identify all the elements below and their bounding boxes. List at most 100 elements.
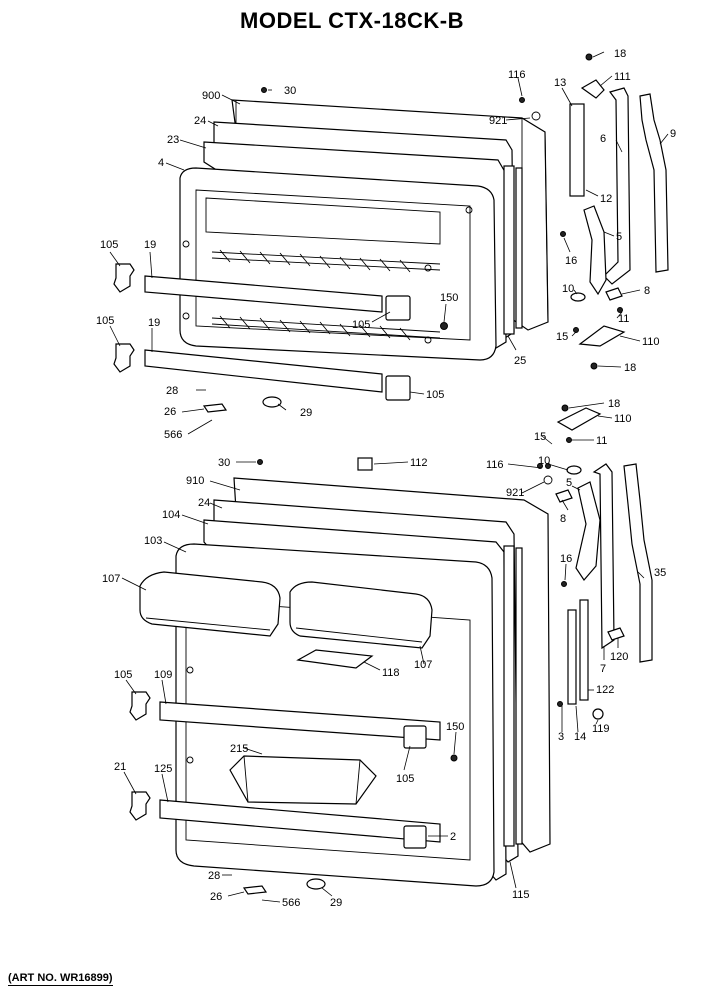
freezer-side-strip xyxy=(503,165,515,335)
end-cap-105-c xyxy=(129,691,151,721)
callout-120: 120 xyxy=(610,651,628,663)
callout-105d: 105 xyxy=(426,389,444,401)
callout-116b: 116 xyxy=(486,459,504,471)
shelf-bar-19-lower xyxy=(144,349,383,393)
fresh-food-door-assembly xyxy=(129,457,553,895)
callout-25: 25 xyxy=(514,355,526,367)
callout-103: 103 xyxy=(144,535,162,547)
callout-10: 10 xyxy=(562,283,574,295)
bracket-122 xyxy=(579,599,589,701)
door-bin-215 xyxy=(229,755,377,805)
callout-105f: 105 xyxy=(396,773,414,785)
callout-3: 3 xyxy=(558,731,564,743)
hinge-110-upper xyxy=(578,325,626,347)
part-29-upper xyxy=(262,396,282,408)
callout-23: 23 xyxy=(167,134,179,146)
upper-hinge-hardware xyxy=(261,53,669,370)
callout-11b: 11 xyxy=(596,435,607,447)
callout-5b: 5 xyxy=(566,477,572,489)
callout-111: 111 xyxy=(614,71,631,83)
part-111 xyxy=(580,79,605,99)
callout-15b: 15 xyxy=(534,431,546,443)
callout-107a: 107 xyxy=(102,573,120,585)
callout-30b: 30 xyxy=(218,457,230,469)
callout-18b: 18 xyxy=(624,362,636,374)
callout-921: 921 xyxy=(489,115,507,127)
callout-566b: 566 xyxy=(282,897,300,909)
callout-18: 18 xyxy=(614,48,626,60)
callout-8b: 8 xyxy=(560,513,566,525)
end-cap-21 xyxy=(129,791,151,821)
callout-150b: 150 xyxy=(446,721,464,733)
leader-lines xyxy=(109,51,669,903)
callout-109: 109 xyxy=(154,669,172,681)
egg-tray-118 xyxy=(296,649,374,669)
callout-900: 900 xyxy=(202,90,220,102)
part-26-lower xyxy=(242,885,268,895)
callout-labels: 900 30 24 23 4 116 921 13 18 111 6 9 12 … xyxy=(96,48,676,909)
handle-5-upper xyxy=(583,205,607,296)
callout-29a: 29 xyxy=(300,407,312,419)
shelf-bar-19-upper xyxy=(144,275,383,313)
handle-5-lower xyxy=(575,481,601,581)
part-26-upper xyxy=(202,403,228,413)
bracket-13 xyxy=(569,103,585,197)
callout-910: 910 xyxy=(186,475,204,487)
part-112 xyxy=(357,457,373,471)
callout-29b: 29 xyxy=(330,897,342,909)
dairy-door-107-left xyxy=(139,571,281,637)
callout-105c: 105 xyxy=(352,319,370,331)
callout-4: 4 xyxy=(158,157,164,169)
callout-11: 11 xyxy=(618,313,629,325)
callout-125: 125 xyxy=(154,763,172,775)
callout-19b: 19 xyxy=(148,317,160,329)
diagram-title: MODEL CTX-18CK-B xyxy=(240,8,464,33)
callout-28a: 28 xyxy=(166,385,178,397)
callout-30: 30 xyxy=(284,85,296,97)
callout-115: 115 xyxy=(512,889,530,901)
callout-2: 2 xyxy=(450,831,456,843)
end-cap-105-a xyxy=(113,263,135,293)
callout-104: 104 xyxy=(162,509,180,521)
callout-6: 6 xyxy=(600,133,606,145)
callout-215: 215 xyxy=(230,743,248,755)
callout-26b: 26 xyxy=(210,891,222,903)
callout-13: 13 xyxy=(554,77,566,89)
callout-7: 7 xyxy=(600,663,606,675)
callout-921b: 921 xyxy=(506,487,524,499)
callout-8: 8 xyxy=(644,285,650,297)
hinge-rail-7 xyxy=(592,463,615,650)
callout-16b: 16 xyxy=(560,553,572,565)
callout-122: 122 xyxy=(596,684,614,696)
callout-26a: 26 xyxy=(164,406,176,418)
bracket-3 xyxy=(567,609,577,705)
hinge-rail-6 xyxy=(603,87,631,285)
freezer-inner-liner xyxy=(179,167,497,361)
callout-10b: 10 xyxy=(538,455,550,467)
lower-hinge-hardware xyxy=(545,404,653,720)
callout-116: 116 xyxy=(508,69,526,81)
callout-107b: 107 xyxy=(414,659,432,671)
callout-105b: 105 xyxy=(96,315,114,327)
callout-14: 14 xyxy=(574,731,586,743)
trim-35 xyxy=(623,463,653,663)
shelf-bar-125 xyxy=(159,799,441,843)
trim-9 xyxy=(639,93,669,273)
freezer-shelf-bars xyxy=(113,263,448,413)
callout-110: 110 xyxy=(642,336,660,348)
callout-110b: 110 xyxy=(614,413,632,425)
callout-118: 118 xyxy=(382,667,400,679)
callout-150a: 150 xyxy=(440,292,458,304)
callout-24b: 24 xyxy=(198,497,210,509)
callout-119: 119 xyxy=(592,723,610,735)
callout-9: 9 xyxy=(670,128,676,140)
callout-28b: 28 xyxy=(208,870,220,882)
shelf-bar-109 xyxy=(159,701,441,741)
callout-105a: 105 xyxy=(100,239,118,251)
freezer-door-assembly xyxy=(179,99,549,361)
callout-105e: 105 xyxy=(114,669,132,681)
callout-566a: 566 xyxy=(164,429,182,441)
part-29-lower xyxy=(306,878,326,890)
callout-12: 12 xyxy=(600,193,612,205)
